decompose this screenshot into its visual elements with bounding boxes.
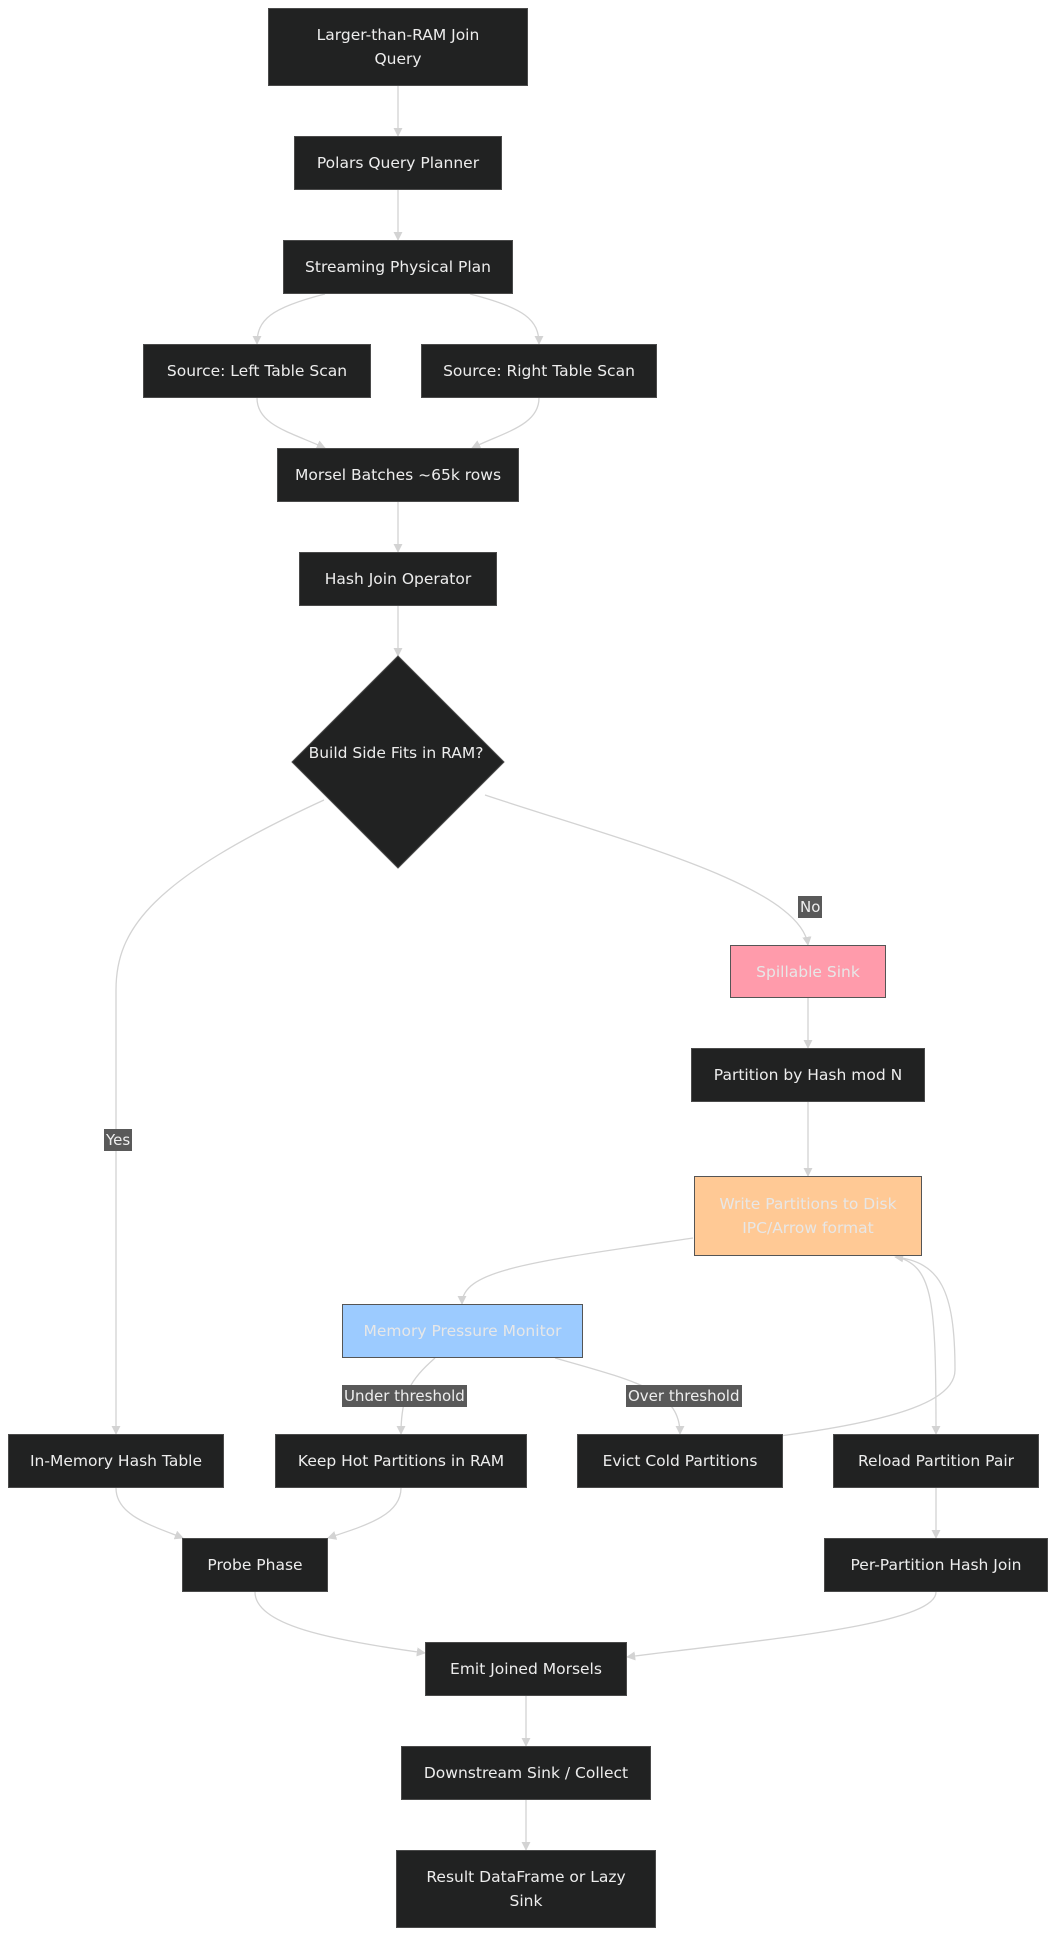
query-node: Larger-than-RAM Join Query (268, 8, 528, 86)
downstream-sink-label: Downstream Sink / Collect (423, 1764, 629, 1782)
edge-label-no: No (798, 896, 823, 918)
planner-node: Polars Query Planner (294, 136, 502, 190)
edge-left-morsel (256, 397, 326, 449)
partition-hash-label: Partition by Hash mod N (713, 1066, 903, 1084)
edge-evict-write (779, 1253, 956, 1437)
hash-join-operator-node: Hash Join Operator (299, 552, 497, 606)
spillable-sink-label: Spillable Sink (756, 962, 860, 981)
keep-hot-label: Keep Hot Partitions in RAM (297, 1452, 505, 1470)
edge-right-morsel (471, 397, 540, 449)
edge-inmemory-probe (115, 1487, 184, 1540)
source-right-label: Source: Right Table Scan (443, 362, 635, 380)
evict-cold-node: Evict Cold Partitions (577, 1434, 783, 1488)
edge-write-monitor (457, 1237, 694, 1305)
probe-phase-node: Probe Phase (182, 1538, 328, 1592)
reload-pair-label: Reload Partition Pair (857, 1452, 1014, 1470)
result-node: Result DataFrame or Lazy Sink (396, 1850, 656, 1928)
edge-probe-emit (254, 1591, 426, 1657)
morsel-batches-label: Morsel Batches ~65k rows (294, 466, 502, 484)
streaming-plan-label: Streaming Physical Plan (305, 258, 491, 276)
per-partition-join-node: Per-Partition Hash Join (824, 1538, 1048, 1592)
decision-label: Build Side Fits in RAM? (308, 744, 484, 762)
memory-monitor-node: Memory Pressure Monitor (342, 1304, 583, 1358)
in-memory-hash-label: In-Memory Hash Table (29, 1452, 202, 1470)
hash-join-operator-label: Hash Join Operator (324, 570, 472, 588)
streaming-plan-node: Streaming Physical Plan (283, 240, 513, 294)
source-left-node: Source: Left Table Scan (143, 344, 371, 398)
per-partition-join-label: Per-Partition Hash Join (850, 1556, 1022, 1574)
edge-keephot-probe (327, 1487, 402, 1540)
partition-hash-node: Partition by Hash mod N (691, 1048, 925, 1102)
edge-write-reload (897, 1256, 941, 1435)
probe-phase-label: Probe Phase (207, 1556, 303, 1574)
edge-streaming-left (252, 293, 326, 345)
edge-label-over-threshold: Over threshold (626, 1385, 742, 1407)
edge-perpartition-emit (626, 1591, 937, 1661)
downstream-sink-node: Downstream Sink / Collect (401, 1746, 651, 1800)
result-label: Result DataFrame or Lazy Sink (426, 1868, 626, 1910)
spillable-sink-node: Spillable Sink (730, 945, 886, 998)
in-memory-hash-node: In-Memory Hash Table (8, 1434, 224, 1488)
morsel-batches-node: Morsel Batches ~65k rows (277, 448, 519, 502)
edge-label-yes: Yes (104, 1129, 133, 1151)
source-left-label: Source: Left Table Scan (166, 362, 348, 380)
reload-pair-node: Reload Partition Pair (833, 1434, 1039, 1488)
query-label: Larger-than-RAM Join Query (316, 26, 480, 68)
write-partitions-node: Write Partitions to Disk IPC/Arrow forma… (694, 1176, 922, 1256)
edge-label-under-threshold: Under threshold (342, 1385, 467, 1407)
source-right-node: Source: Right Table Scan (421, 344, 657, 398)
keep-hot-node: Keep Hot Partitions in RAM (275, 1434, 527, 1488)
write-partitions-label: Write Partitions to Disk IPC/Arrow forma… (719, 1195, 897, 1237)
edge-streaming-right (469, 293, 544, 345)
evict-cold-label: Evict Cold Partitions (602, 1452, 758, 1470)
planner-label: Polars Query Planner (316, 154, 480, 172)
emit-morsels-node: Emit Joined Morsels (425, 1642, 627, 1696)
emit-morsels-label: Emit Joined Morsels (450, 1660, 602, 1678)
decision-diamond (291, 655, 505, 869)
edge-decision-inmemory (111, 799, 325, 1435)
memory-monitor-label: Memory Pressure Monitor (363, 1322, 562, 1340)
edge-decision-spill (484, 794, 812, 946)
